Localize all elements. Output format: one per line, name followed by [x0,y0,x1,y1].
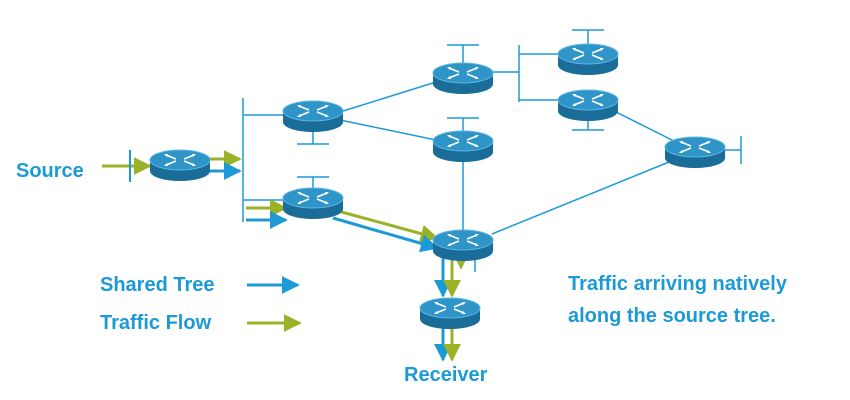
note-line-2: along the source tree. [568,305,776,327]
source-label: Source [16,160,84,182]
router-far-right-icon [664,136,726,169]
legend-traffic-flow-label: Traffic Flow [100,312,212,334]
link-r10-r11 [611,109,677,143]
router-receiver-icon [419,297,481,330]
router-stubs [297,29,742,272]
r6-r7-flow-arrow [337,209,439,243]
link-r2-r4 [339,119,437,141]
router-top-right-icon [557,43,619,76]
router-hub-icon [432,229,494,262]
link-r2-r3 [339,81,437,113]
legend-shared-tree-label: Shared Tree [100,274,215,296]
receiver-label: Receiver [404,364,488,386]
link-r11-r7 [491,159,675,235]
router-lower-left-icon [282,187,344,220]
router-center-icon [432,130,494,163]
router-upper-left-icon [282,100,344,133]
router-right-icon [557,89,619,122]
note-line-1: Traffic arriving natively [568,273,787,295]
note-text: Traffic arriving natively along the sour… [568,268,787,332]
router-top-center-icon [432,62,494,95]
router-source-icon [149,149,211,182]
r6-r7-shared-arrow [332,216,439,253]
